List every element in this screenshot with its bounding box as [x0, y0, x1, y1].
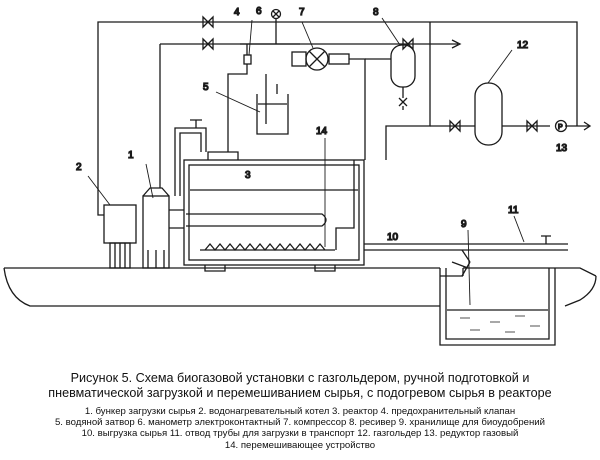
callout-7: 7 [299, 7, 305, 18]
manometer-icon [270, 8, 282, 20]
reactor-gas-dome [207, 151, 239, 160]
biogas-plant-scheme: 1 2 3 4 5 6 7 8 9 10 11 12 13 14 P [3, 5, 597, 346]
figure-caption: Рисунок 5. Схема биогазовой установки с … [0, 371, 600, 401]
storage-valve [451, 261, 469, 269]
gas-line-arrow [451, 39, 462, 49]
water-heater-boiler [103, 204, 137, 244]
storage-hatch [440, 268, 464, 277]
soil-contour [3, 267, 597, 307]
reactor-vessel [183, 159, 365, 266]
callout-2: 2 [76, 162, 82, 173]
water-heater-legs [114, 243, 126, 268]
callout-9: 9 [461, 219, 467, 230]
gas-supply-line [385, 21, 578, 160]
callout-10: 10 [387, 232, 399, 243]
compressor-cross [308, 50, 326, 68]
mixing-air-pipe [335, 160, 355, 250]
safety-valve-line [227, 44, 248, 152]
valve-icon [449, 119, 538, 133]
gas-reducer-mark: P [558, 124, 563, 131]
feed-pipe-to-reactor [169, 209, 184, 229]
callout-8: 8 [373, 7, 379, 18]
compressor-outlet [328, 53, 350, 65]
receiver-vessel [390, 44, 416, 88]
valve-icon [202, 15, 414, 51]
mixing-device [200, 242, 335, 252]
caption-line: пневматической загрузкой и перемешивание… [48, 386, 552, 400]
callout-1: 1 [128, 150, 134, 161]
reactor-inner-wall [188, 164, 360, 261]
heating-coil [186, 213, 327, 227]
heater-line [97, 21, 430, 216]
bunker-valve-stem [190, 119, 202, 128]
transport-outlet-valve [541, 235, 551, 244]
caption-line: Рисунок 5. Схема биогазовой установки с … [70, 371, 530, 385]
leader-lines [87, 17, 525, 306]
compressor-motor [291, 51, 307, 67]
storage-pit-outer [439, 268, 556, 346]
callout-12: 12 [517, 40, 529, 51]
reactor-supports [204, 265, 336, 272]
gasholder-vessel [474, 82, 503, 146]
manometer-cross [272, 10, 280, 44]
legend-line: 10. выгрузка сырья 11. отвод трубы для з… [81, 428, 519, 440]
receiver-drain-valve [398, 87, 408, 110]
unloading-pipe [364, 243, 568, 251]
bunker-charging-frame [174, 127, 207, 196]
ground-line [4, 267, 597, 277]
callout-5: 5 [203, 82, 209, 93]
water-seal-pipe [265, 74, 278, 124]
callout-3: 3 [245, 170, 251, 181]
compressor-line [160, 43, 366, 160]
legend-line: 1. бункер загрузки сырья 2. водонагреват… [84, 406, 516, 417]
storage-pit-inner [445, 268, 550, 340]
feed-bunker-legs [147, 250, 165, 268]
gas-reducer-icon [554, 119, 568, 133]
gas-line-arrow [565, 121, 592, 131]
legend-line: 14. перемешивающее устройство [224, 439, 376, 451]
callout-14: 14 [316, 126, 328, 137]
legend-line: 5. водяной затвор 6. манометр электрокон… [54, 417, 546, 429]
callout-11: 11 [508, 205, 519, 216]
safety-valve [243, 54, 252, 65]
storage-contents [460, 315, 540, 333]
water-seal-vessel [256, 94, 289, 135]
callout-13: 13 [556, 143, 568, 154]
figure-legend: 1. бункер загрузки сырья 2. водонагреват… [0, 406, 600, 451]
feed-bunker-top [142, 187, 170, 197]
callout-6: 6 [256, 6, 262, 17]
callout-4: 4 [234, 7, 240, 18]
